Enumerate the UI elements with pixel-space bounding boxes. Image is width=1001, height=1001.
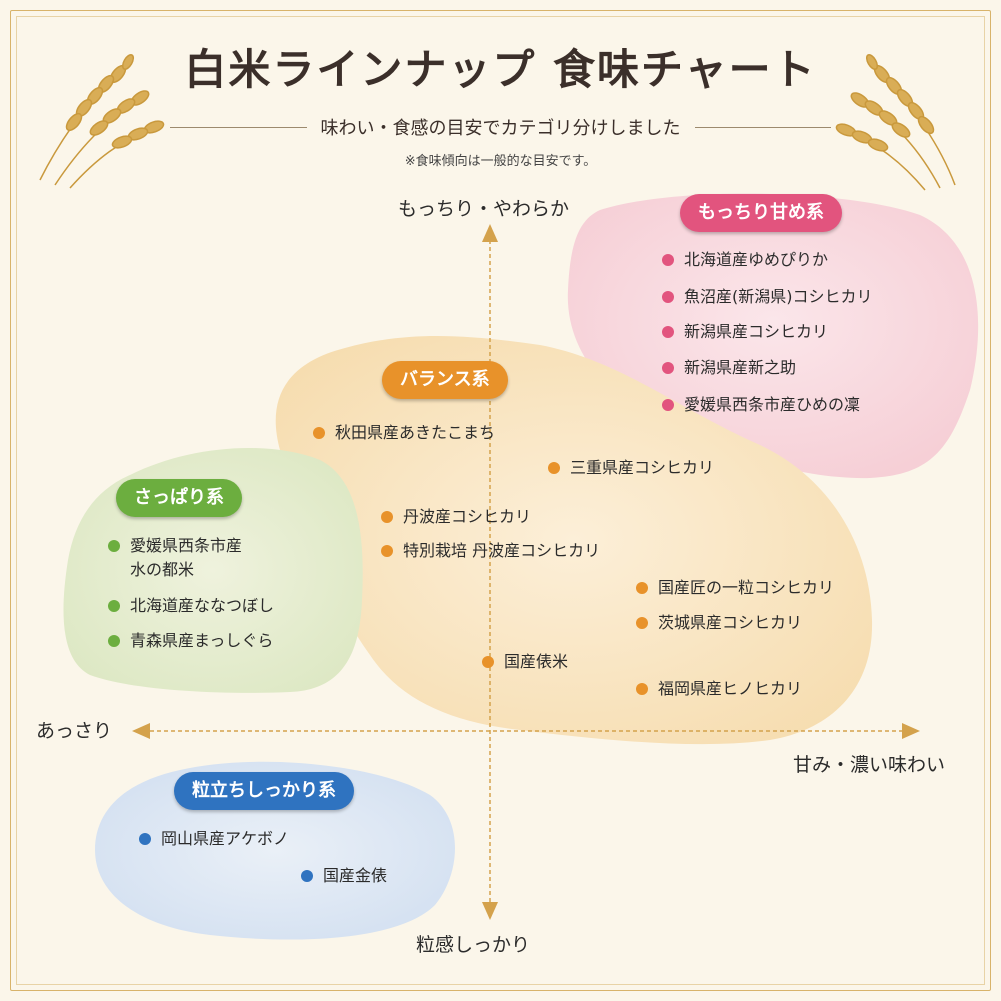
badge-sappari: さっぱり系 bbox=[116, 479, 242, 517]
list-item: 北海道産ななつぼし bbox=[108, 594, 274, 618]
pink-dot-icon bbox=[662, 291, 674, 303]
badge-tsubu: 粒立ちしっかり系 bbox=[174, 772, 354, 810]
badge-mochi: もっちり甘め系 bbox=[680, 194, 842, 232]
subtitle-rule-left bbox=[170, 126, 307, 128]
orange-dot-icon bbox=[313, 427, 325, 439]
axis-arrow-down bbox=[482, 902, 498, 920]
green-dot-icon bbox=[108, 540, 120, 552]
axis-label-top: もっちり・やわらか bbox=[398, 198, 570, 220]
list-item: 新潟県産コシヒカリ bbox=[662, 320, 828, 344]
outer-frame bbox=[10, 10, 991, 991]
balance-region bbox=[275, 335, 873, 745]
orange-dot-icon bbox=[548, 462, 560, 474]
list-item: 愛媛県西条市産ひめの凜 bbox=[662, 393, 860, 417]
badge-balance: バランス系 bbox=[382, 361, 508, 399]
list-item: 茨城県産コシヒカリ bbox=[636, 611, 802, 635]
orange-dot-icon bbox=[381, 511, 393, 523]
axis-label-left: あっさり bbox=[36, 720, 113, 742]
subtitle-rule-right bbox=[694, 126, 831, 128]
axis-label-right: 甘み・濃い味わい bbox=[793, 754, 946, 776]
list-item: 新潟県産新之助 bbox=[662, 356, 796, 380]
orange-dot-icon bbox=[636, 683, 648, 695]
orange-dot-icon bbox=[482, 656, 494, 668]
list-item: 愛媛県西条市産水の都米 bbox=[108, 534, 242, 582]
list-item: 国産金俵 bbox=[301, 864, 387, 888]
list-item: 秋田県産あきたこまち bbox=[313, 421, 495, 445]
subtitle: 味わい・食感の目安でカテゴリ分けしました bbox=[320, 118, 681, 139]
list-item: 魚沼産(新潟県)コシヒカリ bbox=[662, 285, 873, 309]
list-item: 国産俵米 bbox=[482, 650, 568, 674]
axis-arrow-up bbox=[482, 224, 498, 242]
page-title: 白米ラインナップ 食味チャート bbox=[184, 45, 817, 94]
axis-arrow-left bbox=[132, 723, 150, 739]
blue-dot-icon bbox=[139, 833, 151, 845]
list-item: 岡山県産アケボノ bbox=[139, 827, 289, 851]
subtitle-row: 味わい・食感の目安でカテゴリ分けしました bbox=[170, 114, 831, 140]
list-item: 三重県産コシヒカリ bbox=[548, 456, 714, 480]
wheat-left-icon bbox=[39, 54, 165, 189]
axis-arrow-right bbox=[902, 723, 920, 739]
pink-dot-icon bbox=[662, 399, 674, 411]
orange-dot-icon bbox=[381, 545, 393, 557]
list-item: 北海道産ゆめぴりか bbox=[662, 248, 828, 272]
list-item: 青森県産まっしぐら bbox=[108, 629, 273, 653]
pink-dot-icon bbox=[662, 326, 674, 338]
axis-label-bottom: 粒感しっかり bbox=[416, 934, 531, 956]
orange-dot-icon bbox=[636, 617, 648, 629]
list-item: 特別栽培 丹波産コシヒカリ bbox=[381, 539, 600, 563]
list-item: 福岡県産ヒノヒカリ bbox=[636, 677, 802, 701]
list-item: 丹波産コシヒカリ bbox=[381, 505, 531, 529]
wheat-right-icon bbox=[835, 54, 956, 191]
blue-dot-icon bbox=[301, 870, 313, 882]
green-dot-icon bbox=[108, 600, 120, 612]
list-item: 国産匠の一粒コシヒカリ bbox=[636, 576, 834, 600]
note: ※食味傾向は一般的な目安です。 bbox=[404, 154, 597, 169]
inner-frame bbox=[16, 16, 985, 985]
pink-dot-icon bbox=[662, 254, 674, 266]
green-dot-icon bbox=[108, 635, 120, 647]
orange-dot-icon bbox=[636, 582, 648, 594]
pink-dot-icon bbox=[662, 362, 674, 374]
